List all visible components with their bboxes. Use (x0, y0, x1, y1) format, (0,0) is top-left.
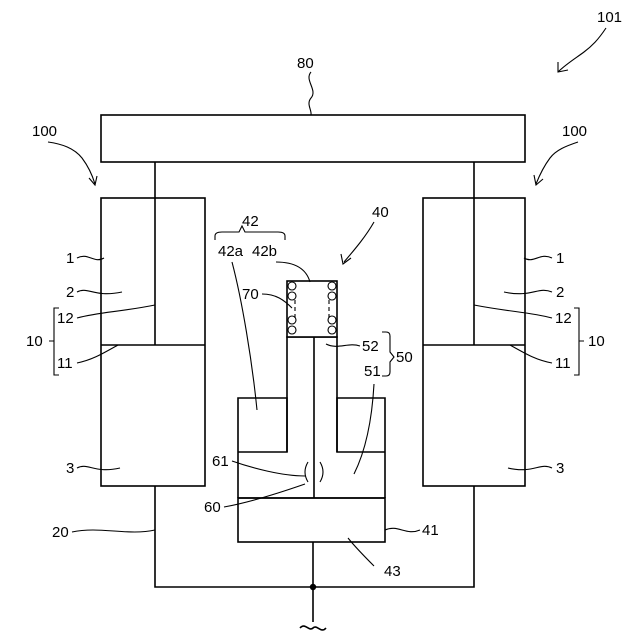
label-12-left: 12 (57, 310, 74, 327)
label-3-right: 3 (556, 460, 564, 477)
base-block-43 (238, 498, 385, 542)
central-unit-40 (238, 281, 385, 542)
label-50: 50 (396, 349, 413, 366)
label-100-left: 100 (32, 123, 57, 140)
leader-80 (309, 72, 313, 115)
bracket-10-right (574, 308, 584, 375)
leader-52 (326, 344, 360, 346)
label-11-right: 11 (555, 355, 571, 372)
orifice-right-arc (320, 462, 323, 482)
label-12-right: 12 (555, 310, 572, 327)
label-1-left: 1 (66, 250, 74, 267)
label-80: 80 (297, 55, 314, 72)
leader-1-left (77, 256, 104, 259)
leader-61 (232, 461, 305, 476)
right-block-42b (337, 398, 385, 498)
label-3-left: 3 (66, 460, 74, 477)
label-42b: 42b (252, 243, 277, 260)
label-10-left: 10 (26, 333, 43, 350)
pipe-junction-dot (310, 584, 316, 590)
label-100-right: 100 (562, 123, 587, 140)
leader-101 (558, 28, 606, 72)
label-2-right: 2 (556, 284, 564, 301)
orifice-left-arc (305, 462, 308, 482)
left-cylinder-assembly (101, 162, 205, 486)
leader-42a (232, 262, 257, 410)
leader-20 (72, 530, 155, 532)
label-60: 60 (204, 499, 221, 516)
left-block-42a (238, 398, 287, 498)
label-42a: 42a (218, 243, 244, 260)
label-11-left: 11 (57, 355, 73, 372)
label-20: 20 (52, 524, 69, 541)
leader-41 (385, 528, 420, 531)
label-2-left: 2 (66, 284, 74, 301)
label-61: 61 (212, 453, 229, 470)
left-cylinder-body (101, 198, 205, 486)
label-51: 51 (364, 363, 381, 380)
right-cylinder-assembly (423, 162, 525, 486)
cylinder-bore (287, 337, 337, 452)
label-52: 52 (362, 338, 379, 355)
arrowhead-100-right (534, 175, 543, 185)
label-40: 40 (372, 204, 389, 221)
pipe-break-mark (300, 626, 326, 630)
label-10-right: 10 (588, 333, 605, 350)
label-43: 43 (384, 563, 401, 580)
label-101: 101 (597, 9, 622, 26)
brace-50 (382, 332, 394, 376)
leader-42b (276, 262, 310, 282)
label-1-right: 1 (556, 250, 564, 267)
leader-40 (344, 222, 374, 262)
top-plate-80 (101, 115, 525, 162)
leader-1-right (524, 256, 552, 259)
leader-100-left (48, 142, 95, 184)
label-70: 70 (242, 286, 259, 303)
label-42: 42 (242, 213, 259, 230)
label-41: 41 (422, 522, 439, 539)
leader-100-right (536, 142, 578, 184)
